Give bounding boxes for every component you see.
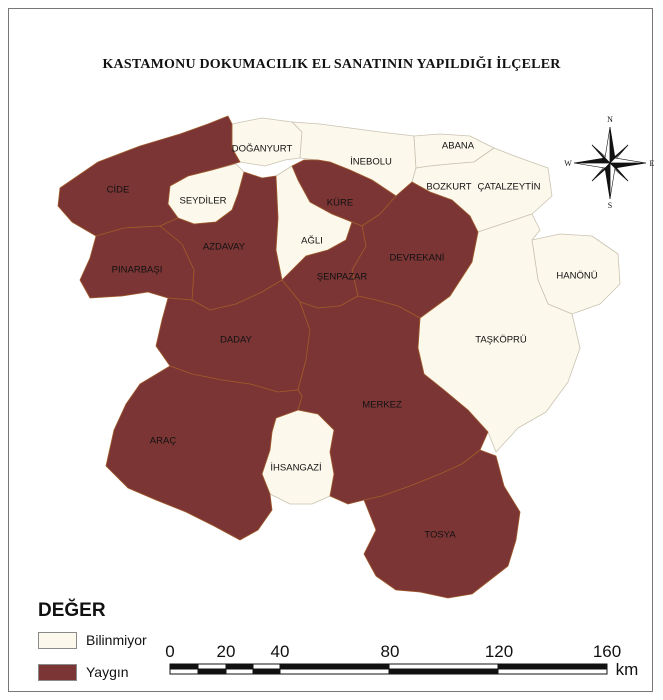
label-senpazar: ŞENPAZAR [317,272,368,283]
scale-tick-40: 40 [271,642,290,661]
label-merkez: MERKEZ [362,400,402,411]
label-daday: DADAY [220,335,253,346]
districts-bilinmiyor [167,117,621,505]
scale-tick-80: 80 [381,642,400,661]
label-agli: AĞLI [301,236,323,247]
legend-title: DEĞER [38,600,106,621]
compass-s: S [608,201,612,210]
label-tosya: TOSYA [424,530,456,541]
legend-item-bilinmiyor: Bilinmiyor [38,630,147,650]
map-title: KASTAMONU DOKUMACILIK EL SANATININ YAPIL… [102,57,561,72]
label-doganyurt: DOĞANYURT [232,144,293,155]
district-arac[interactable] [105,365,303,541]
label-inebolu: İNEBOLU [350,157,392,168]
label-seydiler: SEYDİLER [180,196,227,207]
districts-yaygin [57,115,521,599]
scale-tick-0: 0 [165,642,174,661]
label-cide: CİDE [107,185,130,196]
label-ihsangazi: İHSANGAZİ [270,463,321,474]
scale-unit: km [616,660,639,679]
district-doganyurt[interactable] [231,117,303,167]
district-labels: CİDE DOĞANYURT İNEBOLU ABANA BOZKURT ÇAT… [107,141,598,541]
label-pinarbasi: PINARBAŞI [112,265,163,276]
label-bozkurt: BOZKURT [426,182,471,193]
legend-label-bilinmiyor: Bilinmiyor [86,632,147,648]
legend-item-yaygin: Yaygın [38,662,129,682]
label-catalzeytin: ÇATALZEYTİN [478,182,541,193]
label-hanonu: HANÖNÜ [556,271,597,282]
label-arac: ARAÇ [150,436,177,447]
scale-tick-120: 120 [485,642,513,661]
label-abana: ABANA [442,141,475,152]
label-taskopru: TAŞKÖPRÜ [475,335,527,346]
map-frame [8,8,653,692]
label-azdavay: AZDAVAY [203,242,246,253]
scale-tick-20: 20 [217,642,236,661]
legend-swatch-bilinmiyor [38,631,77,649]
legend-swatch-yaygin [38,663,77,681]
legend-label-yaygin: Yaygın [86,664,129,680]
compass-n: N [607,115,613,124]
district-tosya[interactable] [363,449,521,599]
scale-bar: 0 20 40 80 120 160 km [165,642,638,679]
label-kure: KÜRE [327,198,353,209]
label-devrekani: DEVREKANİ [390,253,445,264]
compass-rose-icon: N S E W [564,115,654,210]
compass-e: E [650,159,655,168]
compass-w: W [564,159,572,168]
scale-tick-160: 160 [593,642,621,661]
